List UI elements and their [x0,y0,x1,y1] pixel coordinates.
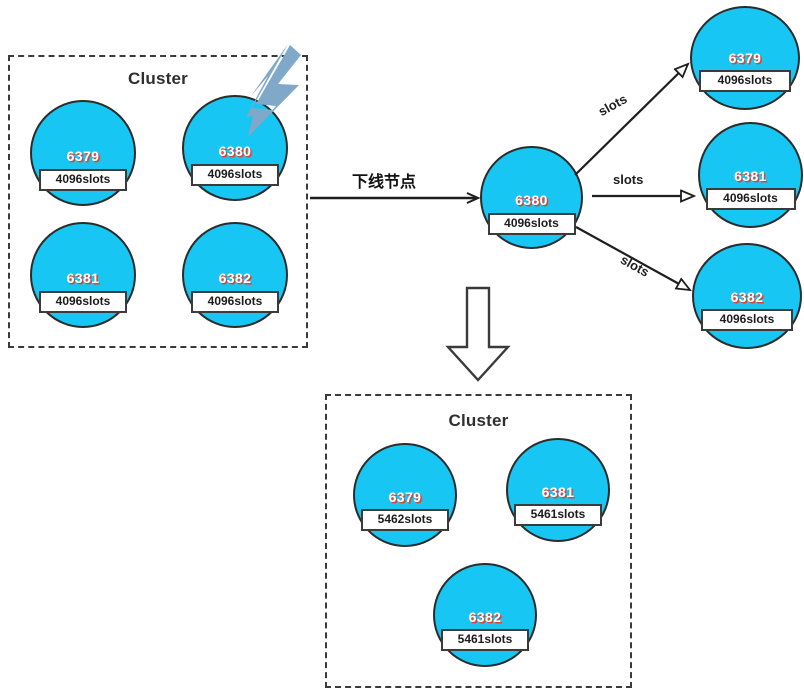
node-slots-label: 5461slots [441,629,529,652]
node-6382-before[interactable]: 6382 4096slots [182,222,288,328]
node-port-label: 6380 [515,192,548,208]
cluster-box-before: Cluster [8,55,308,348]
node-port-label: 6382 [218,270,252,286]
node-6379-after[interactable]: 6379 5462slots [353,443,457,547]
cluster-after-title: Cluster [448,411,509,430]
node-6379-before[interactable]: 6379 4096slots [30,100,136,206]
node-port-label: 6379 [728,50,762,66]
node-slots-label: 4096slots [705,188,796,211]
node-slots-label: 4096slots [701,309,793,332]
node-slots-label: 4096slots [39,291,127,314]
node-slots-label: 4096slots [699,70,791,93]
arrow-slots-6379 [574,64,688,176]
transition-label: 下线节点 [352,172,417,191]
node-slots-label: 5462slots [361,509,449,532]
node-port-label: 6380 [218,143,252,159]
node-port-label: 6379 [66,148,100,164]
edge-label-slots-6379: slots [595,91,630,119]
edge-label-slots-6382: slots [618,251,652,280]
node-slots-label: 4096slots [191,164,279,187]
node-6380-removed[interactable]: 6380 4096slots [480,146,583,249]
node-6381-target[interactable]: 6381 4096slots [698,122,803,228]
edge-label-slots-6381: slots [613,172,644,187]
node-slots-label: 5461slots [514,504,602,527]
node-6380-before[interactable]: 6380 4096slots [182,95,288,201]
node-6382-target[interactable]: 6382 4096slots [692,243,802,349]
node-port-label: 6381 [541,484,575,500]
cluster-box-after: Cluster [325,394,632,688]
node-6381-before[interactable]: 6381 4096slots [30,222,136,328]
cluster-before-title: Cluster [128,69,188,88]
node-6381-after[interactable]: 6381 5461slots [506,438,610,542]
node-port-label: 6382 [730,289,764,305]
down-block-arrow-icon [445,286,511,382]
node-slots-label: 4096slots [487,213,576,236]
node-port-label: 6379 [388,489,422,505]
node-port-label: 6381 [734,168,767,184]
node-6382-after[interactable]: 6382 5461slots [433,563,537,667]
node-slots-label: 4096slots [39,169,127,192]
node-port-label: 6381 [66,270,100,286]
node-port-label: 6382 [468,609,502,625]
node-6379-target[interactable]: 6379 4096slots [690,6,800,110]
node-slots-label: 4096slots [191,291,279,314]
